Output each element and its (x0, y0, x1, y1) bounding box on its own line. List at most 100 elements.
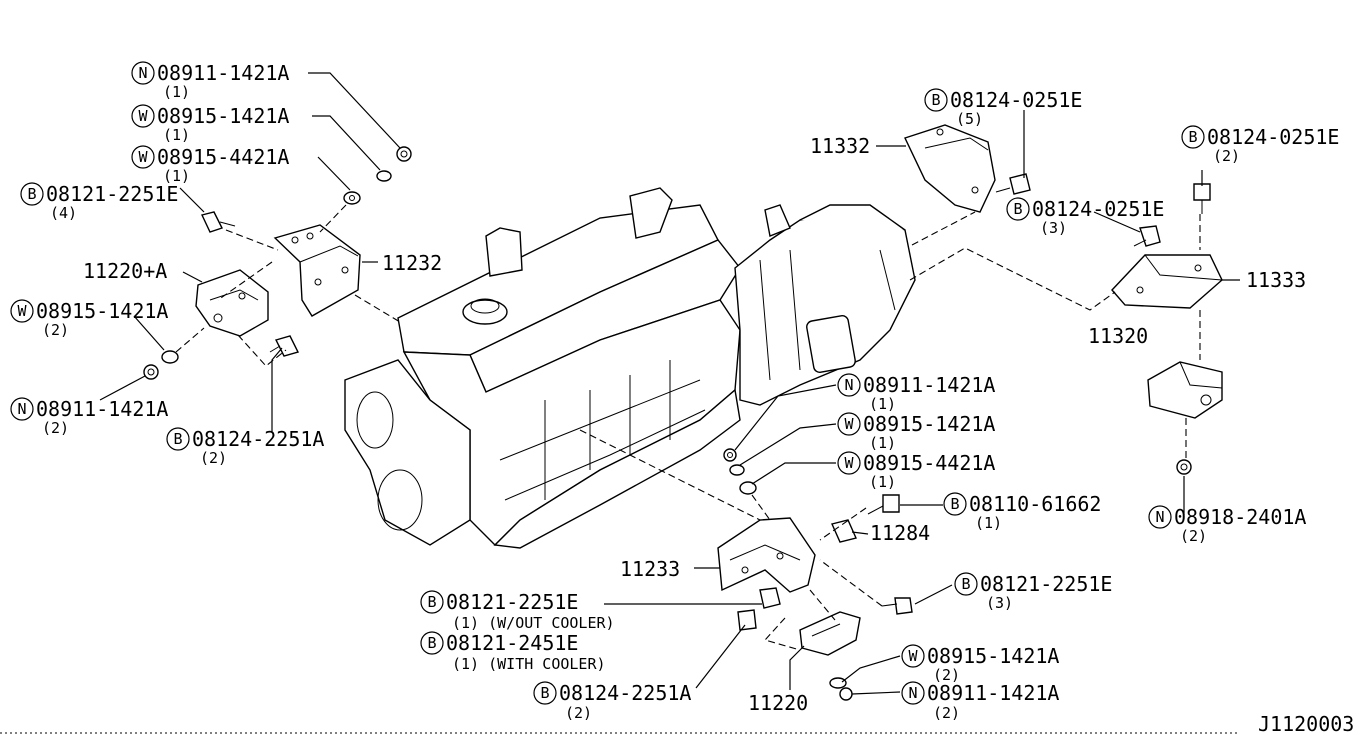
callout-n-08911-1421a-bottom: N 08911-1421A (2) (901, 681, 1059, 722)
svg-text:08121-2251E: 08121-2251E (980, 572, 1112, 596)
svg-text:(1): (1) (163, 126, 190, 144)
svg-text:N: N (1155, 508, 1164, 526)
svg-text:(2): (2) (1213, 147, 1240, 165)
svg-text:W: W (138, 148, 148, 166)
svg-text:B: B (427, 634, 436, 652)
svg-text:(2): (2) (565, 704, 592, 722)
svg-text:(1): (1) (869, 434, 896, 452)
svg-text:08918-2401A: 08918-2401A (1174, 505, 1306, 529)
svg-text:08124-2251A: 08124-2251A (559, 681, 691, 705)
callout-b-08124-0251e-qty5: B 08124-0251E (5) (924, 88, 1082, 128)
svg-text:B: B (173, 430, 182, 448)
svg-text:(1): (1) (869, 395, 896, 413)
label-11320: 11320 (1088, 324, 1148, 348)
svg-text:08124-0251E: 08124-0251E (1207, 125, 1339, 149)
lower-mount-parts (717, 448, 913, 701)
svg-text:08121-2451E: 08121-2451E (446, 631, 578, 655)
callout-w-08915-4421a-right: W 08915-4421A (1) (837, 451, 995, 491)
callout-n-08911-1421a-top-left: N 08911-1421A (1) (131, 61, 289, 101)
callout-b-08121-2251e-qty3: B 08121-2251E (3) (954, 572, 1112, 612)
svg-text:11332: 11332 (810, 134, 870, 158)
svg-text:W: W (908, 647, 918, 665)
svg-text:N: N (17, 400, 26, 418)
callout-b-08110-61662: B 08110-61662 (1) (943, 492, 1101, 532)
svg-text:B: B (950, 495, 959, 513)
engine-block-illustration (344, 187, 916, 549)
svg-text:08121-2251E: 08121-2251E (46, 182, 178, 206)
svg-text:(2): (2) (933, 666, 960, 684)
callout-w-08915-4421a-top-left: W 08915-4421A (1) (131, 145, 289, 185)
svg-text:08915-1421A: 08915-1421A (157, 104, 289, 128)
label-11233: 11233 (620, 557, 680, 581)
svg-text:(2): (2) (1180, 527, 1207, 545)
svg-text:N: N (844, 376, 853, 394)
label-11333: 11333 (1246, 268, 1306, 292)
svg-text:(5): (5) (956, 110, 983, 128)
svg-text:11220+A: 11220+A (83, 259, 167, 283)
svg-text:B: B (1013, 200, 1022, 218)
callout-b-08121-2251e-without-cooler: B 08121-2251E (1) (W/OUT COOLER) (420, 590, 615, 632)
svg-text:(2): (2) (200, 449, 227, 467)
svg-text:08124-0251E: 08124-0251E (1032, 197, 1164, 221)
svg-text:11220: 11220 (748, 691, 808, 715)
callout-w-08915-1421a-right: W 08915-1421A (1) (837, 412, 995, 452)
callout-w-08915-1421a-top-left: W 08915-1421A (1) (131, 104, 289, 144)
callout-n-08911-1421a-right: N 08911-1421A (1) (837, 373, 995, 413)
diagram-id: J1120003 (1258, 712, 1354, 736)
svg-text:N: N (908, 684, 917, 702)
svg-text:B: B (27, 185, 36, 203)
svg-text:(3): (3) (986, 594, 1013, 612)
svg-text:B: B (931, 91, 940, 109)
svg-text:08911-1421A: 08911-1421A (863, 373, 995, 397)
label-11220-plus-a: 11220+A (83, 259, 167, 283)
svg-text:08915-4421A: 08915-4421A (157, 145, 289, 169)
callout-w-08915-1421a-left: W 08915-1421A (2) (10, 299, 168, 339)
svg-text:08915-1421A: 08915-1421A (36, 299, 168, 323)
svg-text:11233: 11233 (620, 557, 680, 581)
svg-text:11232: 11232 (382, 251, 442, 275)
callout-b-08124-2251a-bottom: B 08124-2251A (2) (533, 681, 691, 722)
svg-text:08124-0251E: 08124-0251E (950, 88, 1082, 112)
svg-text:(3): (3) (1040, 219, 1067, 237)
label-11232: 11232 (382, 251, 442, 275)
svg-text:08121-2251E: 08121-2251E (446, 590, 578, 614)
svg-text:N: N (138, 64, 147, 82)
label-11332: 11332 (810, 134, 870, 158)
svg-text:11320: 11320 (1088, 324, 1148, 348)
label-11220: 11220 (748, 691, 808, 715)
svg-text:(1): (1) (975, 514, 1002, 532)
svg-text:(2): (2) (42, 419, 69, 437)
svg-text:(1) (WITH COOLER): (1) (WITH COOLER) (452, 655, 606, 673)
callout-b-08124-2251a-left: B 08124-2251A (2) (166, 427, 324, 467)
svg-text:08911-1421A: 08911-1421A (157, 61, 289, 85)
callout-w-08915-1421a-bottom: W 08915-1421A (2) (901, 644, 1059, 684)
callout-n-08918-2401a: N 08918-2401A (2) (1148, 505, 1306, 545)
left-mount-parts (143, 146, 412, 380)
svg-text:B: B (961, 575, 970, 593)
callout-b-08121-2451e-with-cooler: B 08121-2451E (1) (WITH COOLER) (420, 631, 606, 673)
svg-text:08911-1421A: 08911-1421A (36, 397, 168, 421)
svg-text:(1): (1) (869, 473, 896, 491)
svg-text:W: W (844, 454, 854, 472)
svg-text:08915-1421A: 08915-1421A (863, 412, 995, 436)
svg-text:B: B (1188, 128, 1197, 146)
svg-text:W: W (844, 415, 854, 433)
callout-n-08911-1421a-left: N 08911-1421A (2) (10, 397, 168, 437)
svg-text:11284: 11284 (870, 521, 930, 545)
svg-text:B: B (427, 593, 436, 611)
svg-text:W: W (138, 107, 148, 125)
svg-text:(2): (2) (933, 704, 960, 722)
svg-text:(2): (2) (42, 321, 69, 339)
svg-text:W: W (17, 302, 27, 320)
callout-b-08121-2251e-left: B 08121-2251E (4) (20, 182, 178, 222)
label-11284: 11284 (870, 521, 930, 545)
svg-text:B: B (540, 684, 549, 702)
svg-text:11333: 11333 (1246, 268, 1306, 292)
svg-text:08124-2251A: 08124-2251A (192, 427, 324, 451)
svg-text:(1) (W/OUT COOLER): (1) (W/OUT COOLER) (452, 614, 615, 632)
svg-text:08915-4421A: 08915-4421A (863, 451, 995, 475)
callout-b-08124-0251e-qty2: B 08124-0251E (2) (1181, 125, 1339, 165)
svg-text:08911-1421A: 08911-1421A (927, 681, 1059, 705)
svg-text:(1): (1) (163, 83, 190, 101)
